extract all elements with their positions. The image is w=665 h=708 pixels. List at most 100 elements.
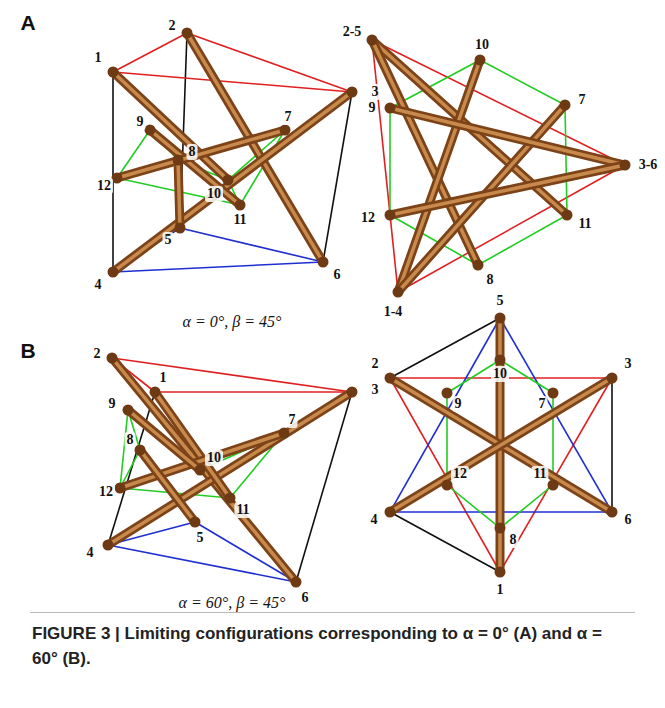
rod-highlight [390,108,625,165]
rod-end [473,260,484,271]
rod [390,165,625,215]
vertex-number: 12 [451,466,469,482]
rod-end [495,567,506,578]
vertex-number: 7 [537,396,548,412]
rod-highlight [390,378,612,512]
vertex-number: 9 [135,114,146,130]
rod-end [108,267,119,278]
rod-end [291,577,302,588]
rod-end [173,155,184,166]
rod-highlight [398,60,480,292]
rod-highlight [390,378,612,512]
vertex-number: 8 [508,532,519,548]
rod [178,160,180,228]
vertex-number: 2-5 [341,24,364,40]
rod-highlight [113,92,352,272]
rod-end [475,55,486,66]
rod-end [495,523,506,534]
parameter-label: α = 60°, β = 45° [177,594,288,612]
vertex-number: 11 [234,502,251,518]
red-cable [155,391,352,393]
green-cable [480,60,565,105]
vertex-number: 12 [359,210,377,226]
vertex-number: 3 [370,84,381,100]
vertex-number: 3 [623,356,634,372]
rod-end [347,87,358,98]
vertex-number: 12 [95,178,113,194]
vertex-number: 7 [283,109,294,125]
rod-end [135,445,146,456]
rod-end [108,67,119,78]
vertex-number: 4 [369,512,380,528]
panel-letter: A [18,11,37,34]
rod-end [150,387,161,398]
black-cable [323,92,352,262]
vertex-number: 1 [93,50,104,66]
green-cable [389,108,391,215]
rod-end [607,507,618,518]
rod-highlight [117,130,285,178]
parameter-label: α = 0°, β = 45° [181,313,284,331]
figure-caption: FIGURE 3 | Limiting configurations corre… [32,622,632,671]
rod-end [562,210,573,221]
vertex-number: 6 [300,590,311,606]
vertex-number: 11 [231,212,248,228]
green-cable [478,215,567,265]
rod-end [115,483,126,494]
rod-end [175,223,186,234]
rod [112,358,296,582]
rod-end [107,353,118,364]
rod-end [442,480,453,491]
rod-end [103,540,114,551]
black-cable [112,72,114,272]
vertex-number: 5 [195,530,206,546]
black-cable [611,378,613,512]
rod-highlight [178,160,180,228]
rod-end [495,313,506,324]
rod-highlight [390,165,625,215]
vertex-number: 2 [92,346,103,362]
rod-end [279,428,290,439]
red-cable [113,33,187,72]
rod-highlight [140,450,195,522]
vertex-number: 4 [85,545,96,561]
vertex-number: 7 [287,412,298,428]
rod-end [442,388,453,399]
vertex-number: 9 [367,100,378,116]
rod-end [318,257,329,268]
vertex-number: 10 [473,37,491,53]
vertex-number: 4 [93,277,104,293]
red-cable [372,40,625,165]
vertex-number: 2 [167,18,178,34]
rod-highlight [128,410,200,470]
blue-cable [113,262,323,272]
vertex-number: 3 [370,382,381,398]
vertex-number: 1 [495,582,506,598]
rod-highlight [372,40,478,265]
rod-end [123,405,134,416]
rod-end [223,175,234,186]
rod [117,130,285,178]
panel-letter: B [18,339,37,362]
rod-end [393,287,404,298]
rod-end [385,373,396,384]
rod-highlight [112,358,296,582]
vertex-number: 6 [332,267,343,283]
rod-end [385,210,396,221]
vertex-number: 10 [491,366,509,382]
vertex-number: 8 [187,144,198,160]
vertex-number: 1 [158,370,169,386]
rod-end [607,373,618,384]
rod-end [280,125,291,136]
rod-end [385,103,396,114]
vertex-number: 8 [485,272,496,288]
vertex-number: 3-6 [637,157,660,173]
vertex-number: 5 [495,293,506,309]
caption-rule [30,612,635,613]
vertex-number: 8 [125,432,136,448]
green-cable [446,393,448,485]
vertex-number: 9 [107,396,118,412]
vertex-number: 9 [453,396,464,412]
rod-end [620,160,631,171]
vertex-number: 7 [577,92,588,108]
